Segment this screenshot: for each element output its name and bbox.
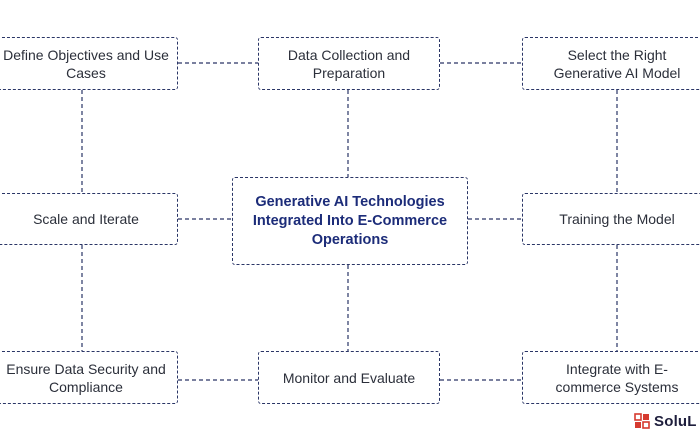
- node-monitor-evaluate: Monitor and Evaluate: [258, 351, 440, 404]
- node-data-collection-label: Data Collection and Preparation: [287, 46, 411, 81]
- node-scale-iterate-label: Scale and Iterate: [33, 211, 139, 227]
- solulab-logo: SoluL: [634, 409, 697, 433]
- center-node-label: Generative AI Technologies Integrated In…: [252, 193, 448, 248]
- node-select-model-label: Select the Right Generative AI Model: [553, 46, 681, 81]
- node-data-collection: Data Collection and Preparation: [258, 37, 440, 90]
- node-data-security: Ensure Data Security and Compliance: [0, 351, 178, 404]
- node-integrate-systems: Integrate with E-commerce Systems: [522, 351, 700, 404]
- node-monitor-evaluate-label: Monitor and Evaluate: [282, 369, 416, 386]
- node-training-model-label: Training the Model: [559, 211, 675, 227]
- node-data-security-label: Ensure Data Security and Compliance: [6, 360, 166, 395]
- node-scale-iterate: Scale and Iterate: [0, 193, 178, 245]
- node-integrate-systems-label: Integrate with E-commerce Systems: [555, 360, 679, 395]
- center-node: Generative AI Technologies Integrated In…: [232, 177, 468, 265]
- solulab-logo-text: SoluL: [654, 412, 697, 430]
- solulab-logo-icon: [634, 413, 650, 429]
- node-select-model: Select the Right Generative AI Model: [522, 37, 700, 90]
- node-define-objectives-label: Define Objectives and Use Cases: [3, 46, 169, 81]
- node-define-objectives: Define Objectives and Use Cases: [0, 37, 178, 90]
- node-training-model: Training the Model: [522, 193, 700, 245]
